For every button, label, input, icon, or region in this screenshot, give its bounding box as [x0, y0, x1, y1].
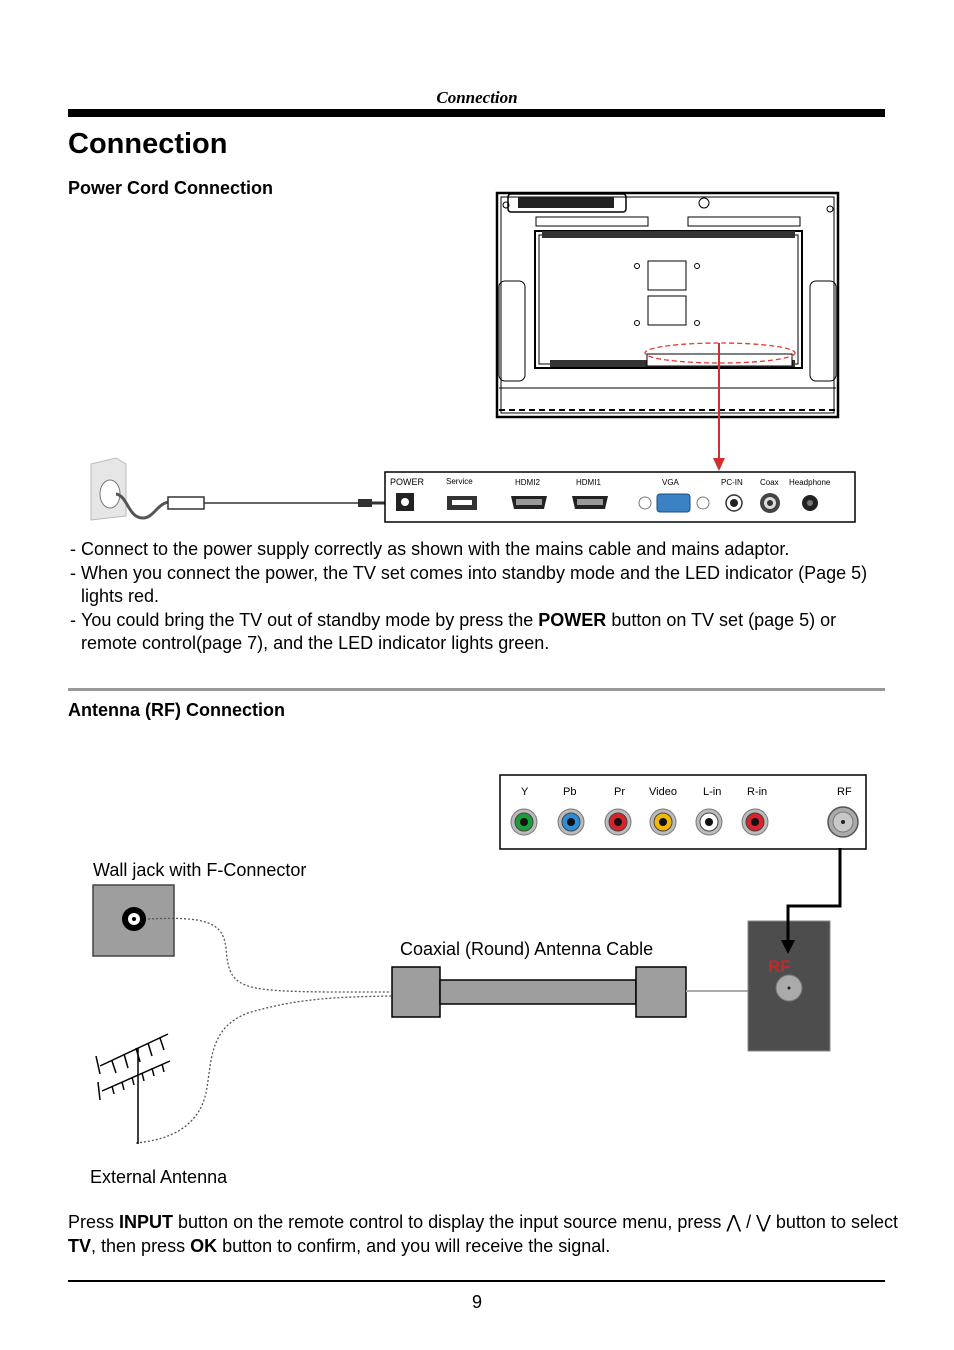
power-keyword: POWER [538, 609, 607, 630]
page-title: Connection [68, 128, 228, 160]
panel-label-hdmi1: HDMI1 [576, 478, 601, 487]
instruction-text: , then press [91, 1235, 191, 1256]
up-arrow-icon: ⋀ [726, 1212, 742, 1232]
rca-jack-hole [705, 818, 713, 826]
header-rule [68, 109, 885, 117]
bullet-text: Connect to the power supply correctly as… [81, 539, 790, 559]
coaxial-cable-label: Coaxial (Round) Antenna Cable [400, 939, 654, 959]
page-number: 9 [471, 1292, 482, 1312]
panel-label-hdmi2: HDMI2 [515, 478, 540, 487]
panel-label-video: Video [649, 786, 677, 798]
antenna-heading: Antenna (RF) Connection [68, 700, 285, 720]
bullet-text: When you connect the power, the TV set c… [81, 562, 868, 607]
rf-box-label: RF [768, 957, 791, 976]
power-cable-illustration [90, 457, 388, 521]
instruction-text: / [741, 1212, 757, 1232]
wall-jack-label: Wall jack with F-Connector [93, 860, 307, 880]
bullet-text: button on TV set (page 5) or remote cont… [81, 609, 837, 654]
down-arrow-icon: ⋁ [756, 1212, 771, 1232]
panel-label-pc-in: PC-IN [721, 478, 743, 487]
panel-label-service: Service [446, 477, 473, 486]
panel-label-headphone: Headphone [789, 478, 831, 487]
instruction-text: button to select [770, 1212, 898, 1232]
external-antenna-label: External Antenna [90, 1167, 228, 1187]
section-divider [68, 688, 885, 691]
tv-back-illustration [495, 191, 840, 471]
bullet-item: -When you connect the power, the TV set … [70, 562, 868, 607]
input-keyword: INPUT [119, 1212, 174, 1232]
panel-label-l-in: L-in [703, 786, 721, 798]
footer-rule [68, 1280, 885, 1282]
rca-jack-hole [567, 818, 575, 826]
running-header: Connection [436, 88, 518, 107]
rca-jack-hole [520, 818, 528, 826]
panel-label-vga: VGA [662, 478, 680, 487]
rca-jack-hole [659, 818, 667, 826]
bullet-item: -Connect to the power supply correctly a… [70, 539, 790, 559]
tv-keyword: TV [68, 1235, 92, 1256]
panel-label-pb: Pb [563, 786, 576, 798]
panel-label-r-in: R-in [747, 786, 767, 798]
instruction-text: Press [68, 1212, 120, 1232]
input-instruction: Press INPUT button on the remote control… [68, 1211, 898, 1258]
power-instructions: -Connect to the power supply correctly a… [68, 538, 890, 656]
panel-label-rf: RF [837, 786, 852, 798]
panel-label-coax: Coax [760, 478, 779, 487]
av-rf-connector-panel: Y Pb Pr Video L-in R-in RF [499, 774, 867, 850]
instruction-text: button on the remote control to display … [173, 1212, 727, 1232]
panel-label-power: POWER [390, 477, 425, 487]
instruction-text: button to confirm, and you will receive … [217, 1235, 611, 1256]
power-connector-panel: POWER Service HDMI2 HDMI1 VGA PC-IN Coax… [384, 471, 856, 523]
bullet-item: -You could bring the TV out of standby m… [70, 609, 837, 654]
power-cord-heading: Power Cord Connection [68, 178, 274, 198]
rca-jack-hole [614, 818, 622, 826]
ok-keyword: OK [190, 1235, 218, 1256]
panel-label-y: Y [521, 786, 529, 798]
panel-label-pr: Pr [614, 786, 625, 798]
rca-jack-hole [751, 818, 759, 826]
bullet-text: You could bring the TV out of standby mo… [81, 609, 539, 630]
antenna-wiring-illustration: RF [92, 848, 842, 1144]
